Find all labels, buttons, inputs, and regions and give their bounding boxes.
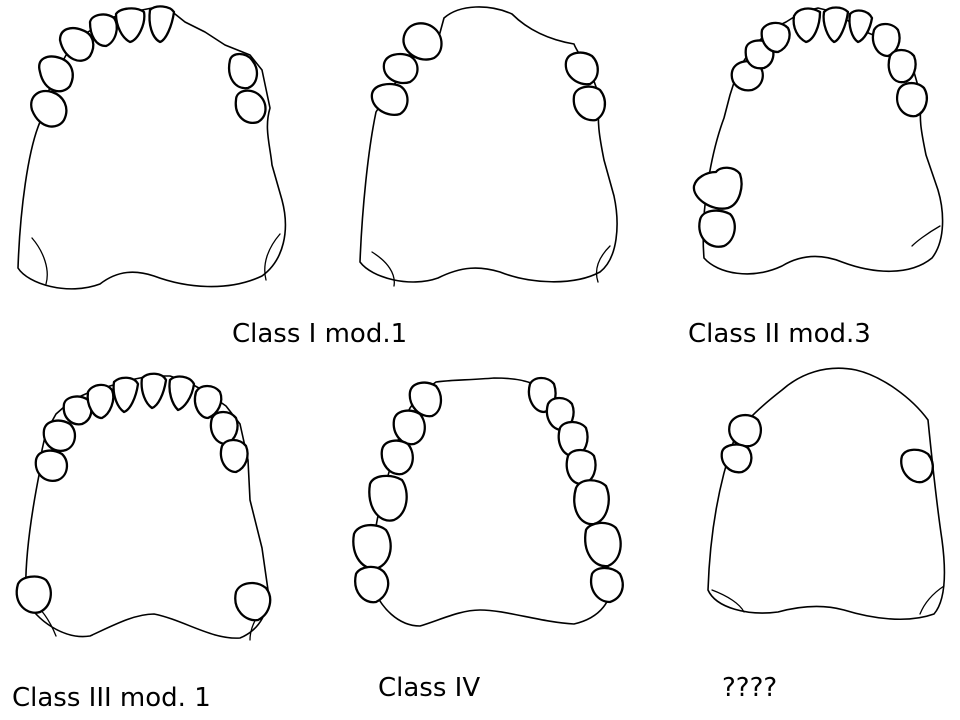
tooth — [792, 7, 822, 44]
tooth — [402, 22, 443, 61]
tooth — [584, 521, 622, 568]
tooth — [887, 48, 917, 84]
tooth — [193, 384, 223, 420]
palate-fold-right — [595, 245, 611, 283]
tooth — [58, 27, 95, 62]
arch-class-iv: Class IV — [352, 376, 624, 703]
tooth — [589, 566, 624, 604]
arch-unknown: ???? — [707, 367, 946, 703]
tooth — [572, 85, 607, 122]
tooth — [698, 209, 736, 248]
tooth — [114, 7, 146, 44]
tooth — [227, 52, 259, 90]
palate-fold-right — [919, 585, 945, 615]
tooth — [848, 9, 874, 44]
palate-fold-right — [911, 225, 941, 247]
label-class-iii-mod1: Class III mod. 1 — [12, 683, 211, 713]
label-unknown: ???? — [722, 673, 777, 703]
arch-class-ii-mod3: Class II mod.3 — [688, 6, 944, 349]
tooth — [62, 395, 93, 426]
palate-fold-right — [264, 233, 281, 281]
tooth — [354, 565, 390, 604]
tooth — [382, 52, 419, 85]
tooth — [871, 22, 901, 58]
label-class-i-mod1: Class I mod.1 — [232, 319, 407, 349]
tooth — [720, 443, 753, 474]
tooth — [112, 376, 140, 414]
palate-fold-left — [31, 237, 48, 285]
tooth — [86, 383, 115, 420]
tooth — [38, 55, 74, 93]
tooth — [565, 448, 597, 486]
arch-outline — [17, 7, 287, 290]
tooth — [34, 449, 69, 483]
tooth — [15, 575, 52, 614]
tooth — [557, 420, 589, 458]
tooth — [392, 409, 426, 446]
tooth — [760, 21, 791, 54]
tooth — [42, 419, 77, 453]
label-class-iv: Class IV — [378, 673, 480, 703]
tooth — [692, 166, 743, 210]
tooth — [168, 375, 196, 412]
tooth — [368, 474, 408, 522]
tooth — [408, 381, 443, 418]
arch-outline — [702, 7, 944, 275]
tooth — [30, 89, 68, 128]
tooth — [895, 81, 928, 118]
palate-fold-left — [371, 251, 395, 287]
tooth — [88, 13, 118, 48]
arch-class-i-mod1: Class I mod.1 — [17, 5, 407, 349]
palate-fold-left — [711, 589, 745, 613]
tooth — [234, 89, 267, 125]
tooth — [140, 372, 168, 410]
tooth — [370, 82, 409, 117]
arch-outline — [707, 367, 946, 621]
tooth — [900, 448, 934, 484]
tooth — [564, 51, 599, 86]
tooth — [728, 413, 762, 448]
tooth — [148, 5, 176, 44]
arch-outline — [359, 6, 618, 283]
tooth — [380, 439, 414, 476]
label-class-ii-mod3: Class II mod.3 — [688, 319, 871, 349]
tooth — [219, 438, 249, 474]
tooth — [352, 523, 392, 570]
tooth — [209, 410, 239, 446]
arch-top-middle — [359, 6, 618, 287]
arch-class-iii-mod1: Class III mod. 1 — [12, 372, 272, 713]
tooth — [234, 581, 272, 622]
tooth — [573, 479, 610, 526]
tooth — [822, 6, 850, 44]
